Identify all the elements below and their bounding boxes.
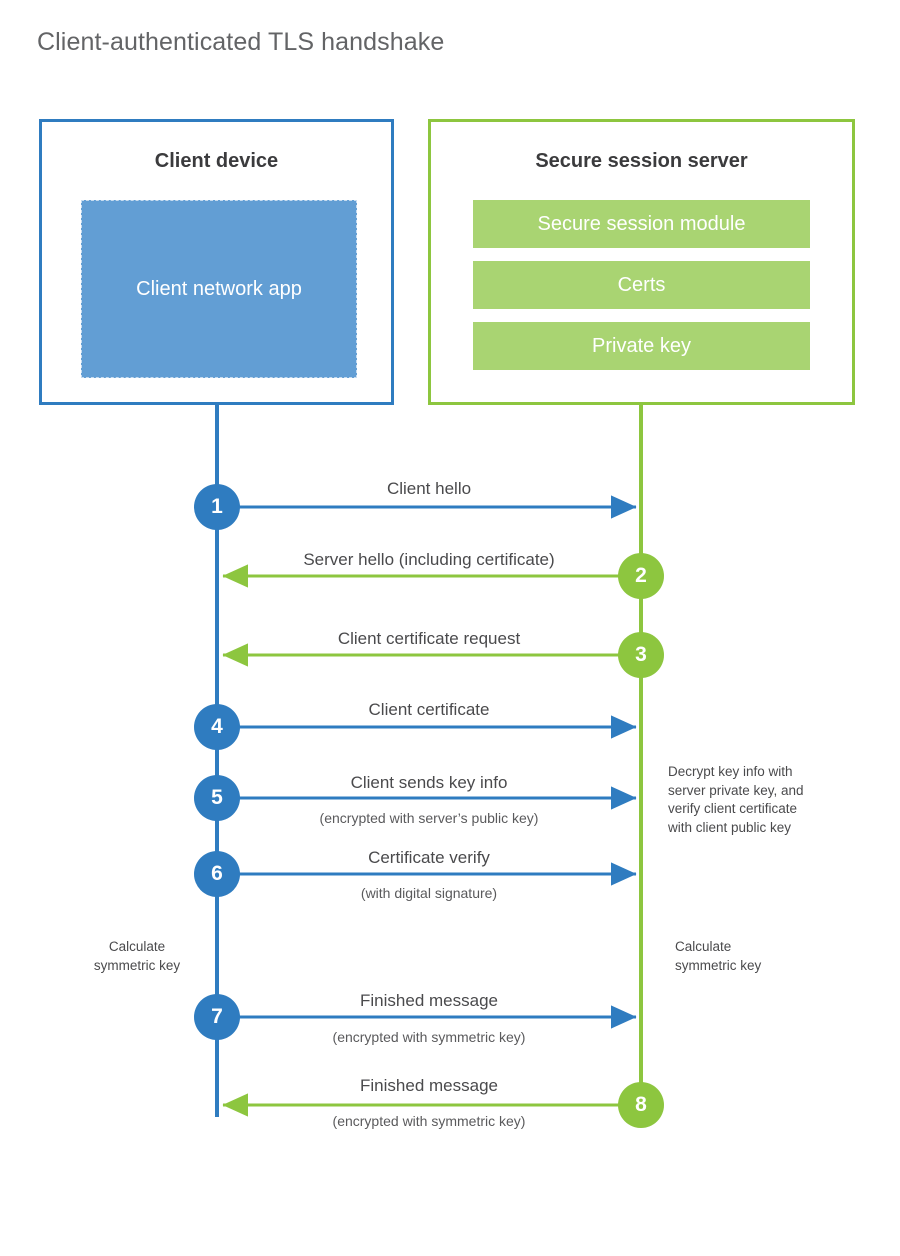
page-title: Client-authenticated TLS handshake <box>37 28 445 56</box>
server-module-list: Secure session module Certs Private key <box>473 200 810 370</box>
message-label-4: Client certificate <box>368 700 490 719</box>
message-sublabel-8: (encrypted with symmetric key) <box>332 1113 526 1129</box>
step-circle-5[interactable]: 5 <box>194 775 240 821</box>
message-label-8: Finished message <box>360 1076 498 1095</box>
server-module-private-key: Private key <box>473 322 810 370</box>
message-label-2: Server hello (including certificate) <box>303 550 555 569</box>
step-circle-6[interactable]: 6 <box>194 851 240 897</box>
step-circle-3[interactable]: 3 <box>618 632 664 678</box>
message-label-7: Finished message <box>360 991 498 1010</box>
server-module-secure-session-module: Secure session module <box>473 200 810 248</box>
step-circle-4[interactable]: 4 <box>194 704 240 750</box>
actor-box-client-device: Client device Client network app <box>39 119 394 405</box>
message-label-5: Client sends key info <box>350 773 508 792</box>
client-network-app-block: Client network app <box>81 200 357 378</box>
message-sublabel-7: (encrypted with symmetric key) <box>332 1029 526 1045</box>
step-circle-2[interactable]: 2 <box>618 553 664 599</box>
step-circle-1[interactable]: 1 <box>194 484 240 530</box>
secure-session-server-title: Secure session server <box>535 150 748 172</box>
note-server-decrypt-verify: Decrypt key info with server private key… <box>668 764 804 835</box>
client-device-title: Client device <box>154 150 279 172</box>
message-label-3: Client certificate request <box>337 629 521 648</box>
step-circle-7[interactable]: 7 <box>194 994 240 1040</box>
message-sublabel-5: (encrypted with server’s public key) <box>319 810 539 826</box>
note-client-calculate-symmetric-key: Calculate symmetric key <box>93 939 181 973</box>
message-label-6: Certificate verify <box>368 848 490 867</box>
step-circle-8[interactable]: 8 <box>618 1082 664 1128</box>
actor-box-secure-session-server: Secure session server Secure session mod… <box>428 119 855 405</box>
message-label-1: Client hello <box>386 479 472 498</box>
message-sublabel-6: (with digital signature) <box>360 885 498 901</box>
note-server-calculate-symmetric-key: Calculate symmetric key <box>675 939 762 973</box>
server-module-certs: Certs <box>473 261 810 309</box>
